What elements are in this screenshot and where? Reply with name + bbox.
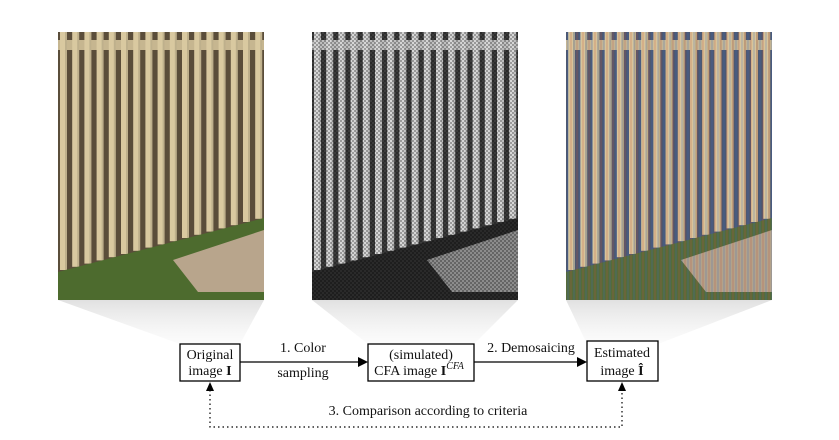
fence-picket (230, 32, 238, 226)
picket-shadow (187, 32, 189, 238)
fence-picket (133, 32, 141, 251)
fence-picket (96, 32, 104, 261)
footpath (173, 230, 264, 292)
cfa-mosaic-overlay (312, 32, 518, 300)
picket-shadow (235, 32, 238, 226)
estimated-box-line2: image Î (600, 362, 643, 379)
cfa-box-line2: CFA image ICFA (374, 361, 465, 379)
picket-shadow (113, 32, 116, 258)
comparison-arrowhead-left (206, 382, 214, 391)
funnel-original (58, 300, 264, 344)
fence-picket (243, 32, 250, 222)
fence-picket (121, 32, 128, 254)
picket-shadow (199, 32, 202, 235)
picket-shadow (174, 32, 177, 242)
picket-shadow (260, 32, 263, 219)
picket-shadow (126, 32, 128, 254)
picket-shadow (150, 32, 153, 248)
original-box-line1: Original (187, 348, 234, 363)
color-sampling-arrowhead (358, 357, 368, 367)
picket-shadow (138, 32, 141, 251)
picket-shadow (211, 32, 214, 232)
fence-picket (108, 32, 116, 258)
estimated-image-box (586, 340, 659, 382)
fence-picket (145, 32, 153, 248)
fence-picket (194, 32, 202, 235)
picket-shadow (65, 32, 67, 270)
fence-picket (206, 32, 214, 232)
fence-picket (60, 32, 67, 270)
original-box-line2: image I (188, 364, 231, 379)
cfa-box-line1: (simulated) (389, 348, 453, 363)
demosaicing-arrowhead (577, 357, 587, 367)
fence-picket (169, 32, 177, 242)
step2-label: 2. Demosaicing (487, 341, 575, 356)
comparison-dotted-connector (209, 390, 623, 428)
estimated-box-line1: Estimated (594, 346, 650, 361)
funnel-cfa (312, 300, 518, 344)
step1-label-line1: 1. Color (280, 341, 326, 356)
fence-picket (255, 32, 263, 219)
original-image-box (179, 343, 241, 382)
fence-picket (157, 32, 165, 245)
picket-shadow (162, 32, 165, 245)
cfa-image-box (367, 343, 475, 382)
step1-label-line2: sampling (277, 366, 328, 381)
picket-shadow (77, 32, 80, 267)
picket-shadow (223, 32, 226, 229)
picket-shadow (248, 32, 250, 222)
picket-shadow (101, 32, 104, 261)
fence-picket (72, 32, 80, 267)
original-image-panel (58, 32, 264, 300)
picket-shadow (89, 32, 92, 264)
step3-label: 3. Comparison according to criteria (329, 404, 528, 419)
estimated-artifact-overlay (566, 32, 772, 300)
fence-picket (84, 32, 92, 264)
comparison-arrowhead-right (618, 382, 626, 391)
funnel-estimated (566, 300, 772, 344)
fence-picket (182, 32, 189, 238)
fence-picket (218, 32, 226, 229)
